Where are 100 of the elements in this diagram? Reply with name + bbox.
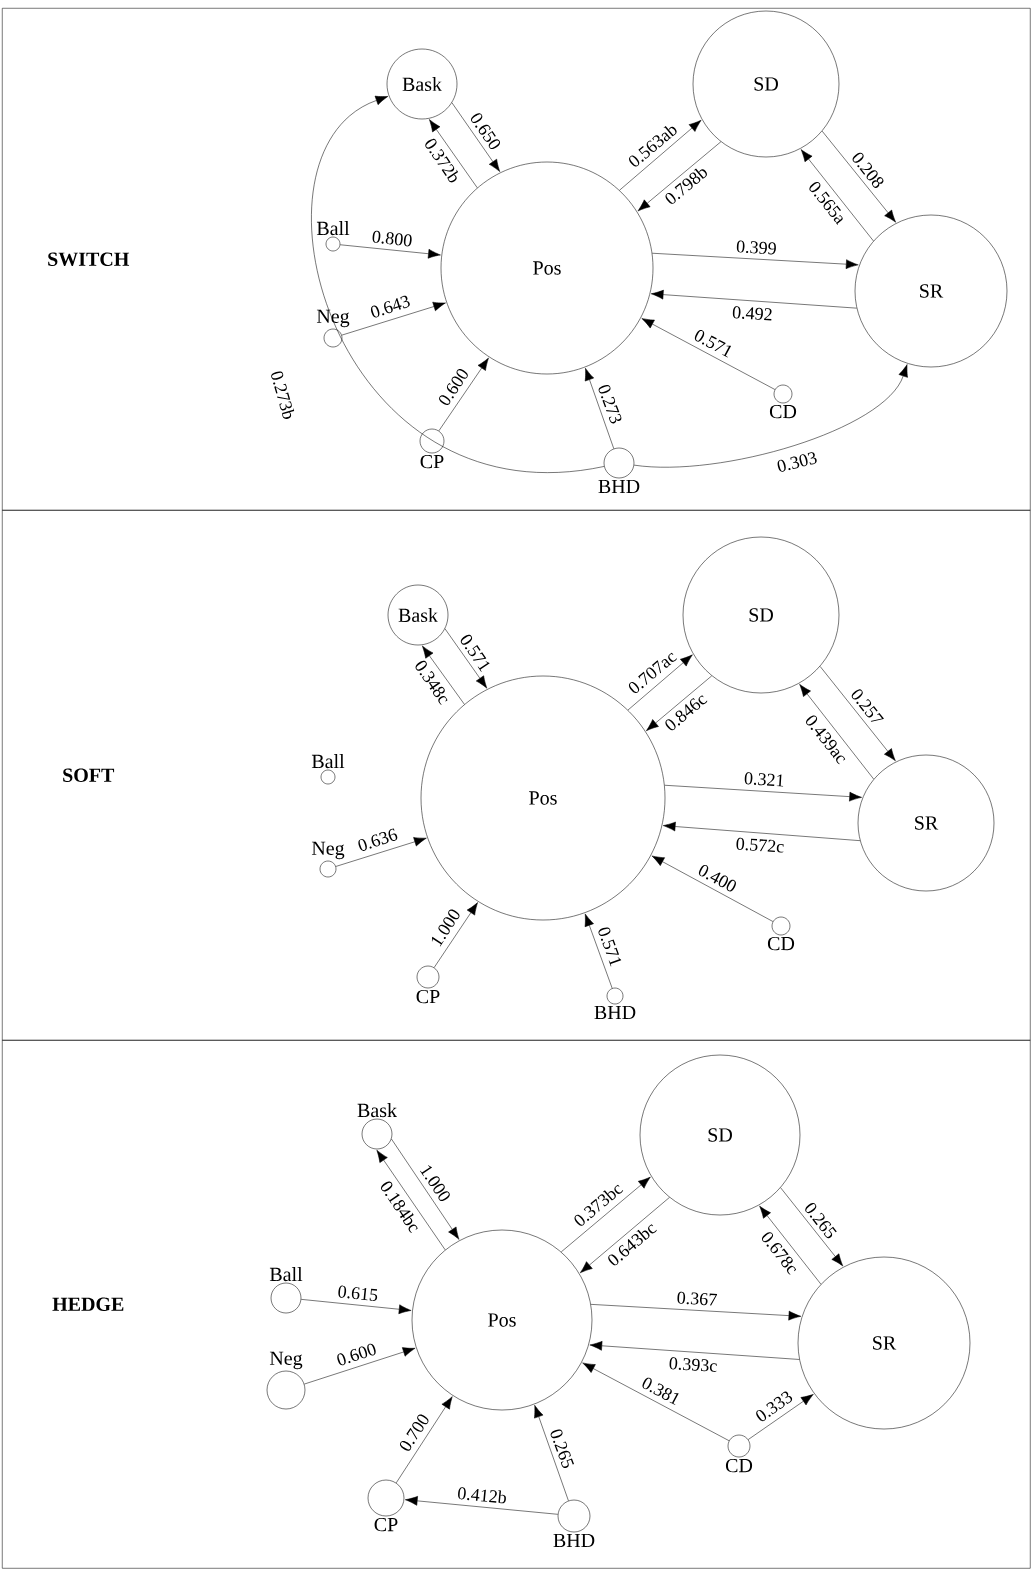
arrow [819,666,896,762]
circle-node: BHD [553,1499,595,1548]
circle-node: CD [725,1434,753,1473]
circle-node: BHD [598,447,640,494]
circle-node: SD [639,1054,801,1216]
circle-node: Neg [266,1351,306,1410]
arrow [646,675,713,731]
edge-label: 0.273b [271,371,295,419]
arrow [590,1304,802,1321]
circle-node: Ball [269,1267,303,1314]
edge-label: 0.600 [333,1340,380,1369]
edge-label: 0.572c [734,836,786,855]
circle-node: CP [367,1479,405,1532]
node-label: CP [374,1517,398,1532]
circle-node: SD [692,10,840,158]
arrow [300,1299,412,1315]
arrow [451,102,501,172]
edge-label: 0.800 [369,228,415,249]
arrow [650,289,857,309]
circle-node: Bask [387,584,449,646]
circle-node: SD [682,536,840,694]
edge-label: 0.321 [742,770,787,789]
arrow [637,141,722,212]
edge-label: 0.615 [335,1283,381,1303]
arrow [335,837,427,867]
edge-label: 0.571 [595,923,625,970]
edge-label: 0.636 [354,826,401,854]
arrow [444,628,488,689]
arrow [429,119,478,189]
arrow [560,1176,651,1253]
arrow [341,301,446,336]
arrow [304,1347,416,1385]
node-label: BHD [594,1005,636,1020]
circle-node: CD [767,916,795,951]
node-label: Bask [357,1103,397,1118]
edge-label: 0.333 [752,1387,796,1425]
arrow [759,1205,822,1285]
arrow [395,1396,453,1484]
edge-label: 0.412b [455,1484,509,1506]
node-label: Ball [311,754,345,769]
arrow [582,1362,730,1441]
arrow [579,1197,670,1274]
circle-node: SR [857,754,995,892]
arrow [589,1341,800,1360]
edge-label: 0.265 [547,1425,577,1472]
circle-node: Bask [386,48,458,120]
circle-node: SR [854,214,1008,368]
circle-node: Pos [411,1229,593,1411]
node-label: Neg [311,841,345,860]
circle-node: Bask [357,1103,397,1150]
node-label: CP [420,454,444,469]
arrow [821,130,896,223]
node-label: CP [416,989,440,1004]
node-label: CD [767,936,795,951]
circle-node: Neg [311,841,345,878]
edge-label: 0.399 [734,238,779,257]
curved-arrow [633,364,908,468]
node-label: Neg [269,1351,303,1370]
arrow [780,1187,844,1267]
curved-arrow [311,95,605,473]
circle-node: CD [769,384,797,419]
node-label: Ball [316,221,350,236]
node-label: Ball [269,1267,303,1282]
edge-label: 0.400 [694,861,740,895]
circle-node: Neg [316,309,350,348]
node-label: BHD [553,1533,595,1548]
arrow [619,119,702,191]
node-label: CD [769,404,797,419]
circle-node: CP [416,965,440,1004]
edge-label: 0.571 [690,326,736,361]
edge-label: 0.381 [638,1374,684,1408]
arrow [376,1149,446,1251]
edge-label: 0.492 [730,304,775,323]
edge-label: 0.643 [367,292,414,321]
circle-node: CP [419,428,445,469]
node-label: Neg [316,309,350,328]
arrow [641,318,776,390]
circle-node: SR [797,1256,971,1430]
edge-label: 0.367 [675,1290,719,1308]
arrow [339,244,441,259]
arrow [391,1138,460,1240]
arrow [627,654,693,711]
arrow [584,913,613,989]
arrow [662,821,861,841]
arrow [422,645,465,705]
arrow [651,252,859,269]
arrow [534,1405,569,1501]
arrow [651,855,774,922]
circle-node: Ball [311,754,345,785]
arrow [584,368,615,449]
node-label: CD [725,1458,753,1473]
circle-node: Ball [316,221,350,252]
arrow [664,784,862,802]
edge-label: 0.303 [777,452,817,472]
arrow [438,357,489,432]
circle-node: BHD [594,987,636,1020]
arrow [433,902,478,968]
arrow [405,1496,559,1515]
edge-label: 0.273 [595,381,625,427]
arrow [747,1394,814,1440]
